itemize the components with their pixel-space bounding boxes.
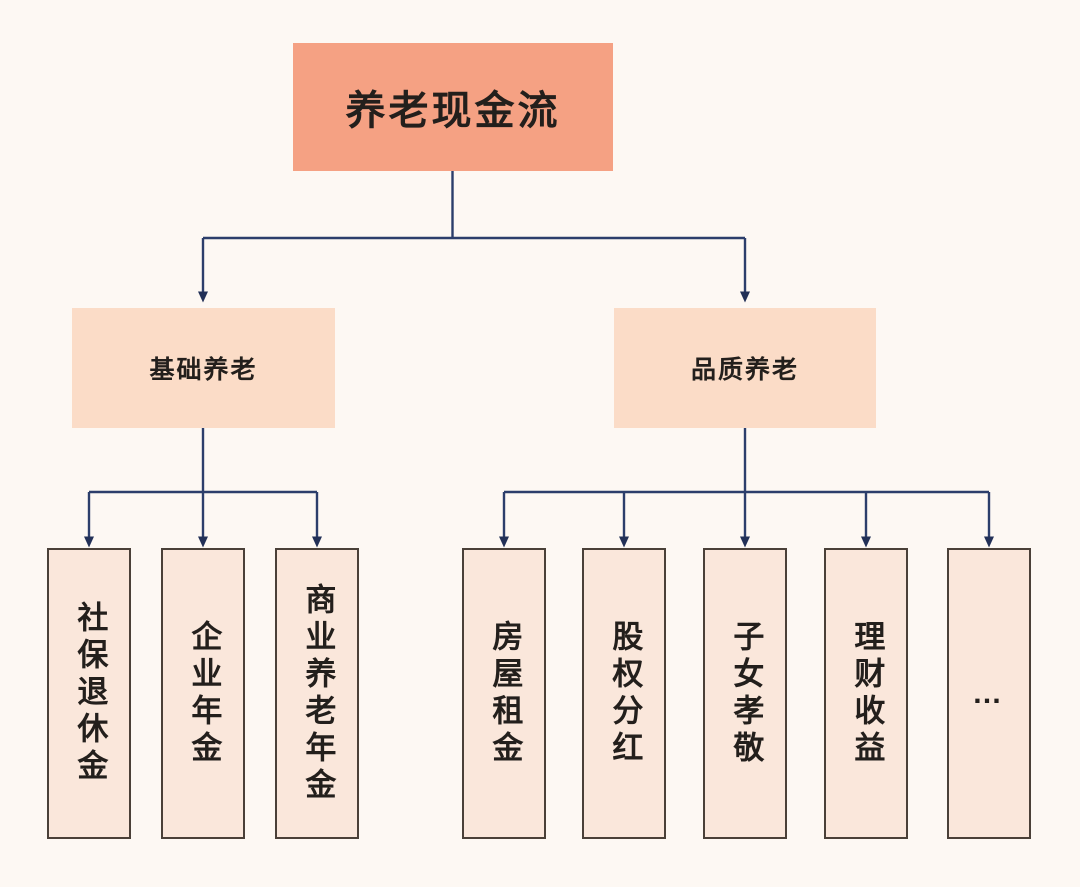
node-leaf-equity-dividend-label: 股权分红 bbox=[607, 619, 643, 768]
node-leaf-equity-dividend[interactable]: 股权分红 bbox=[582, 548, 666, 839]
node-branch-basic[interactable]: 基础养老 bbox=[72, 308, 335, 428]
node-leaf-commercial-annuity-label: 商业养老年金 bbox=[300, 582, 336, 805]
node-leaf-house-rent-label: 房屋租金 bbox=[487, 619, 523, 768]
node-leaf-investment-income-label: 理财收益 bbox=[849, 619, 885, 768]
node-branch-basic-label: 基础养老 bbox=[149, 356, 258, 384]
node-leaf-social-pension[interactable]: 社保退休金 bbox=[47, 548, 131, 839]
node-leaf-enterprise-annuity-label: 企业年金 bbox=[186, 619, 222, 768]
node-leaf-social-pension-label: 社保退休金 bbox=[72, 601, 108, 786]
node-leaf-commercial-annuity[interactable]: 商业养老年金 bbox=[275, 548, 359, 839]
node-leaf-enterprise-annuity[interactable]: 企业年金 bbox=[161, 548, 245, 839]
node-root[interactable]: 养老现金流 bbox=[293, 43, 613, 171]
node-branch-quality-label: 品质养老 bbox=[690, 356, 799, 384]
node-leaf-house-rent[interactable]: 房屋租金 bbox=[462, 548, 546, 839]
node-leaf-more[interactable]: … bbox=[947, 548, 1031, 839]
node-leaf-children-support-label: 子女孝敬 bbox=[728, 619, 764, 768]
node-root-label: 养老现金流 bbox=[345, 89, 561, 133]
node-branch-quality[interactable]: 品质养老 bbox=[614, 308, 876, 428]
node-leaf-investment-income[interactable]: 理财收益 bbox=[824, 548, 908, 839]
node-leaf-more-label: … bbox=[972, 676, 1006, 710]
node-leaf-children-support[interactable]: 子女孝敬 bbox=[703, 548, 787, 839]
